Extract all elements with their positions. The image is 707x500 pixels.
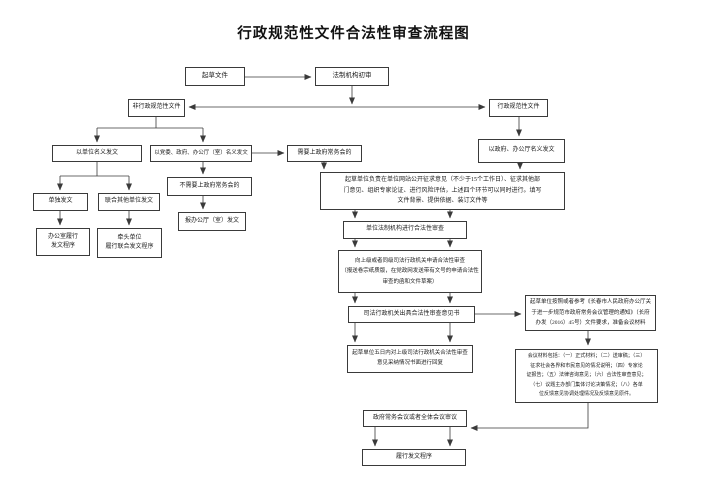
node-unit-legal-review: 单位法制机构进行合法性审查 xyxy=(343,221,467,239)
node-issue-procedure: 履行发文程序 xyxy=(362,449,466,466)
node-joint-issue: 联合其他单位发文 xyxy=(98,193,160,211)
node-non-normative-document: 非行政规范性文件 xyxy=(128,99,185,117)
node-office-issue-procedure: 办公室履行 发文程序 xyxy=(36,228,90,256)
node-drafting-unit-duties: 起草单位负责在单位网站公开征求意见（不少于15个工作日）、征求其他部 门意见、组… xyxy=(320,172,565,210)
node-meeting-material-reference: 起草单位按照或者参考《长春市人民政府办公厅关 于进一步规范市政府常务会议管理的通… xyxy=(525,295,656,331)
node-issue-in-gov-office-name: 以政府、办公厅名义发文 xyxy=(478,139,565,163)
node-five-day-reply: 起草单位五日内对上级司法行政机关合法性审查 意见采纳情况书面进行回复 xyxy=(347,345,473,373)
node-need-executive-meeting: 需要上政府常务会的 xyxy=(287,145,362,162)
node-legal-office-initial-review: 法制机构初审 xyxy=(315,67,389,86)
node-solo-issue: 单独发文 xyxy=(33,193,88,211)
node-judicial-review-opinion: 司法行政机关出具合法性审查意见书 xyxy=(348,306,475,323)
node-issue-in-party-gov-name: 以党委、政府、办公厅（室）名义发文 xyxy=(150,145,252,162)
node-drafting-document: 起草文件 xyxy=(185,67,245,86)
node-meeting-material-list: 会议材料包括：（一）正式材料；（二）送审稿；（三） 征求社会各界和市民意见的情况… xyxy=(515,349,658,403)
node-no-need-executive-meeting: 不需要上政府常务会的 xyxy=(167,177,252,196)
node-issue-in-unit-name: 以单位名义发文 xyxy=(52,145,142,162)
node-executive-meeting-review: 政府常务会议或者全体会议审议 xyxy=(363,410,467,427)
page-title: 行政规范性文件合法性审查流程图 xyxy=(237,26,470,42)
node-normative-document: 行政规范性文件 xyxy=(489,99,548,117)
node-apply-judicial-review: 向上级或者同级司法行政机关申请合法性审查 （报送卷宗纸质版，在党政网发送带有文号… xyxy=(338,250,482,293)
node-report-office-issue: 报办公厅（室）发文 xyxy=(178,212,246,231)
node-lead-unit-joint-procedure: 牵头单位 履行联合发文程序 xyxy=(97,228,162,258)
